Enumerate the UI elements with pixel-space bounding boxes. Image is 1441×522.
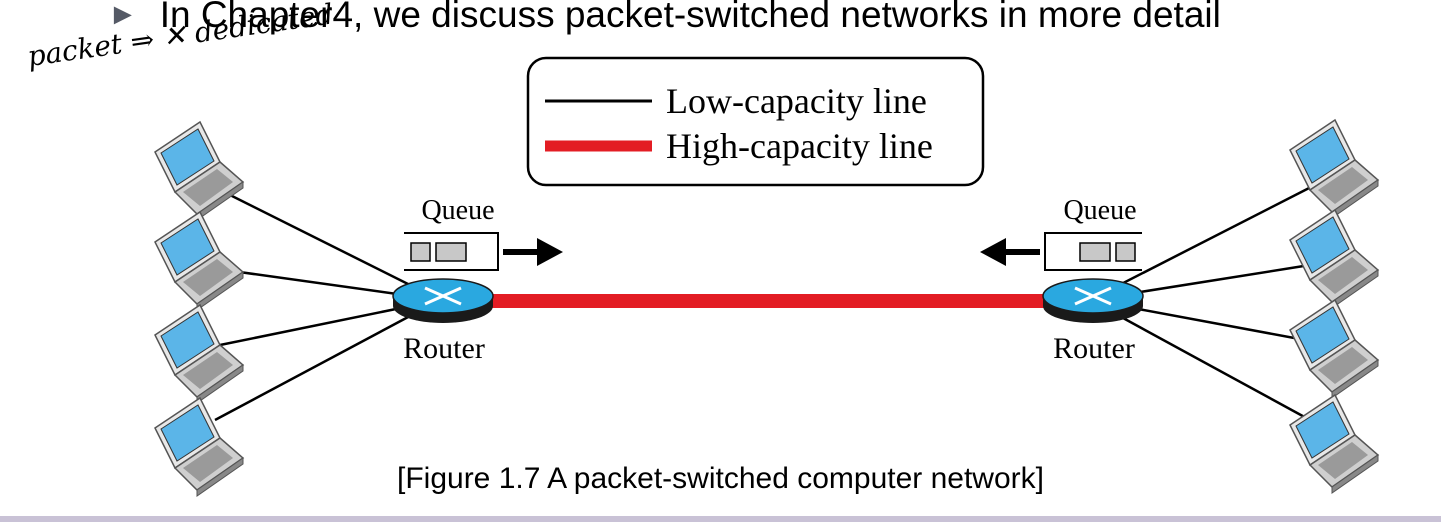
laptop-icon	[1289, 119, 1379, 219]
right-queue-icon	[1044, 232, 1142, 271]
high-capacity-label: High-capacity line	[666, 126, 933, 166]
laptop-icon	[154, 304, 244, 404]
right-router-icon	[1042, 278, 1144, 323]
laptop-icon	[154, 121, 244, 221]
laptop-icon	[1289, 209, 1379, 309]
right-queue-label: Queue	[1063, 195, 1136, 226]
left-router-icon	[392, 278, 494, 323]
figure-caption: [Figure 1.7 A packet-switched computer n…	[397, 462, 1044, 495]
right-arrow-left-icon	[980, 238, 1040, 266]
left-queue-icon	[404, 232, 499, 271]
left-queue-label: Queue	[421, 195, 494, 226]
bottom-bar	[0, 516, 1441, 522]
legend: Low-capacity line High-capacity line	[526, 56, 985, 187]
right-router-label: Router	[1053, 332, 1135, 365]
laptop-icon	[154, 211, 244, 311]
bullet-text: In Chapter4, we discuss packet-switched …	[159, 0, 1221, 35]
low-capacity-label: Low-capacity line	[666, 81, 927, 121]
bullet-line: ► In Chapter4, we discuss packet-switche…	[108, 0, 1221, 40]
laptop-icon	[1289, 299, 1379, 399]
bullet-arrow-icon: ►	[108, 0, 138, 31]
left-router-label: Router	[403, 332, 485, 365]
left-arrow-right-icon	[503, 238, 563, 266]
